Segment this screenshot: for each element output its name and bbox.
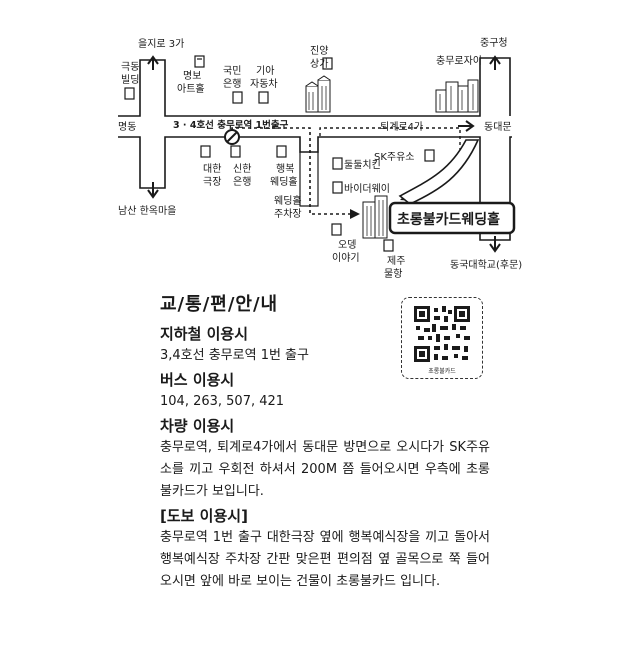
label-jeju-2: 물항 [384,268,402,280]
label-shinhan: 신한 [233,163,251,175]
subway-heading: 지하철 이용시 [160,325,249,343]
bus-text: 104, 263, 507, 421 [160,394,285,409]
label-toegyero: 퇴계로4가 [380,121,423,133]
walking-route [231,127,350,215]
label-gukdong-2: 빌딩 [121,74,139,86]
label-myeongbo: 명보 [183,70,201,82]
label-daehan-2: 극장 [203,176,221,188]
label-wedding-parking: 웨딩홀 [274,194,302,207]
label-jinyang: 진양 [310,45,328,57]
label-dooldool: 둘둘치킨 [344,159,381,171]
label-gukdong: 극동 [121,61,139,73]
building-destination-icon [362,195,388,239]
label-sk-gas: SK주유소 [374,151,415,163]
label-station-exit: 3 · 4호선 충무로역 1번출구 [173,119,289,131]
label-myeongdong: 명동 [118,121,136,133]
qr-code: 초롱불카드 [401,297,483,379]
section-title: 교/통/편/안/내 [160,294,279,315]
bus-heading: 버스 이용시 [160,371,235,389]
label-kia: 기아 [256,65,274,77]
route-arrowhead [350,209,360,219]
label-buyer-way: 바이더웨이 [344,183,390,195]
label-junggu: 중구청 [480,37,508,49]
subway-station-icon [224,129,240,145]
label-haengbok-2: 웨딩홀 [270,175,298,188]
label-shinhan-2: 은행 [233,176,251,188]
label-odeng-2: 이야기 [332,252,360,264]
destination-box [388,201,516,235]
label-wedding-parking-2: 주차장 [274,208,302,220]
label-jeju: 제주 [387,255,405,267]
label-chungmuro-xi: 충무로자이 [436,55,482,67]
road-network [118,57,512,241]
qr-caption: 초롱불카드 [428,368,456,375]
walk-heading: [도보 이용시] [160,507,248,525]
label-euljiro3ga: 을지로 3가 [138,38,184,50]
location-map: 을지로 3가 극동 빌딩 명보 아트홀 국민 은행 기아 자동차 진양 상가 충… [118,37,522,280]
curved-road [398,139,480,205]
car-heading: 차량 이용시 [160,417,235,435]
label-destination: 초롱불카드웨딩홀 [397,211,500,228]
label-odeng: 오뎅 [338,239,356,251]
label-dongguk: 동국대학교(후문) [450,259,522,271]
walk-text: 충무로역 1번 출구 대한극장 옆에 행복예식장을 끼고 돌아서 행복예식장 주… [160,530,490,589]
label-daehan: 대한 [203,163,221,175]
label-gukmin: 국민 [223,65,241,77]
qr-pattern [414,306,470,362]
road-arrows [147,55,501,253]
building-chungmuro-xi-icon [435,79,479,113]
label-gukmin-2: 은행 [223,78,241,90]
poi-markers [124,55,435,252]
label-dongdaemun: 동대문 [484,121,512,133]
car-text: 충무로역, 퇴계로4가에서 동대문 방면으로 오시다가 SK주유소를 끼고 우회… [160,440,490,499]
subway-text: 3,4호선 충무로역 1번 출구 [160,348,309,363]
label-myeongbo-2: 아트홀 [177,82,205,95]
side-lane [299,152,319,207]
label-haengbok: 행복 [276,163,294,175]
transport-info: 지하철 이용시 3,4호선 충무로역 1번 출구 버스 이용시 104, 263… [160,323,490,595]
label-kia-2: 자동차 [250,78,278,90]
building-jinyang-icon [305,75,331,113]
label-namsan: 남산 한옥마을 [118,205,176,217]
label-jinyang-2: 상가 [310,58,328,70]
